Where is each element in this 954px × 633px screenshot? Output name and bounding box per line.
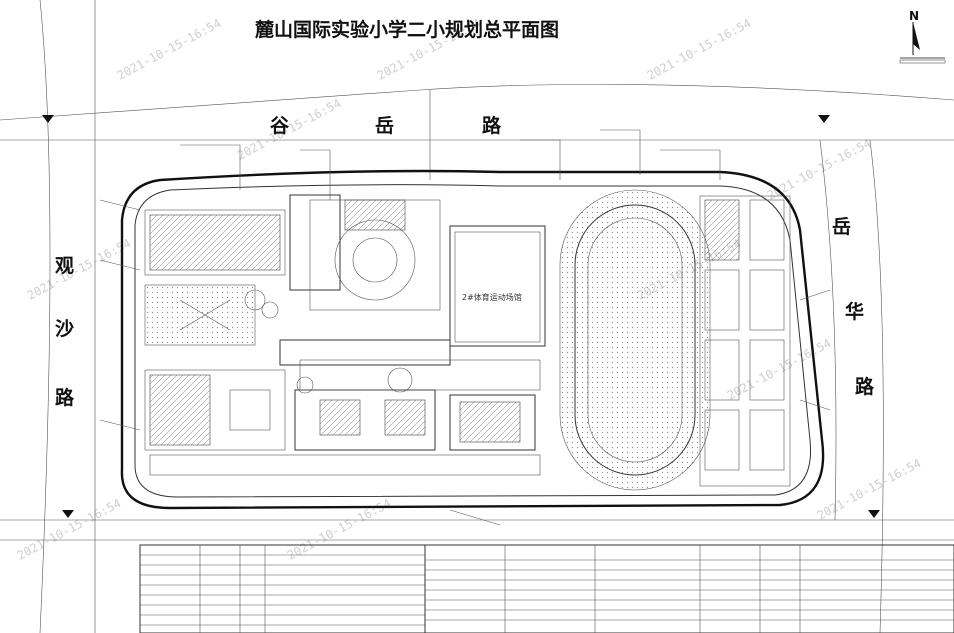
road-label-top: 谷 岳 路 [270, 114, 502, 137]
road-label-char: 路 [855, 375, 875, 398]
road-label-right: 岳 华 路 [832, 216, 875, 398]
elevation-markers [42, 115, 880, 518]
watermark: 2021-10-15-16:54 [25, 236, 134, 303]
road-label-left: 观 沙 路 [55, 255, 75, 409]
road-label-char: 观 [55, 255, 74, 277]
north-arrow-label: N [909, 9, 919, 23]
north-arrow: N [899, 9, 946, 64]
courts [699, 195, 791, 487]
plan-title: 麓山国际实验小学二小规划总平面图 [255, 18, 559, 41]
road-label-char: 岳 [375, 115, 394, 137]
road-label-char: 沙 [55, 318, 74, 340]
watermark: 2021-10-15-16:54 [645, 16, 754, 83]
data-table-right [424, 544, 954, 633]
road-label-char: 华 [845, 300, 864, 323]
data-table-left [139, 544, 426, 633]
road-label-char: 岳 [832, 216, 851, 238]
gym-building: 2#体育运动场馆 [449, 225, 546, 347]
site-boundary [120, 169, 825, 510]
gym-building-label: 2#体育运动场馆 [462, 292, 522, 302]
watermark: 2021-10-15-16:54 [115, 16, 224, 83]
leader-lines [99, 129, 831, 526]
running-track [559, 189, 711, 491]
watermark: 2021-10-15-16:54 [235, 96, 344, 163]
north-arrow-icon [913, 22, 920, 50]
road-label-char: 路 [482, 114, 502, 137]
watermark: 2021-10-15-16:54 [15, 496, 124, 563]
watermark: 2021-10-15-16:54 [815, 456, 924, 523]
road-label-char: 路 [55, 386, 75, 409]
school-buildings [144, 194, 541, 476]
road-label-char: 谷 [270, 115, 290, 137]
